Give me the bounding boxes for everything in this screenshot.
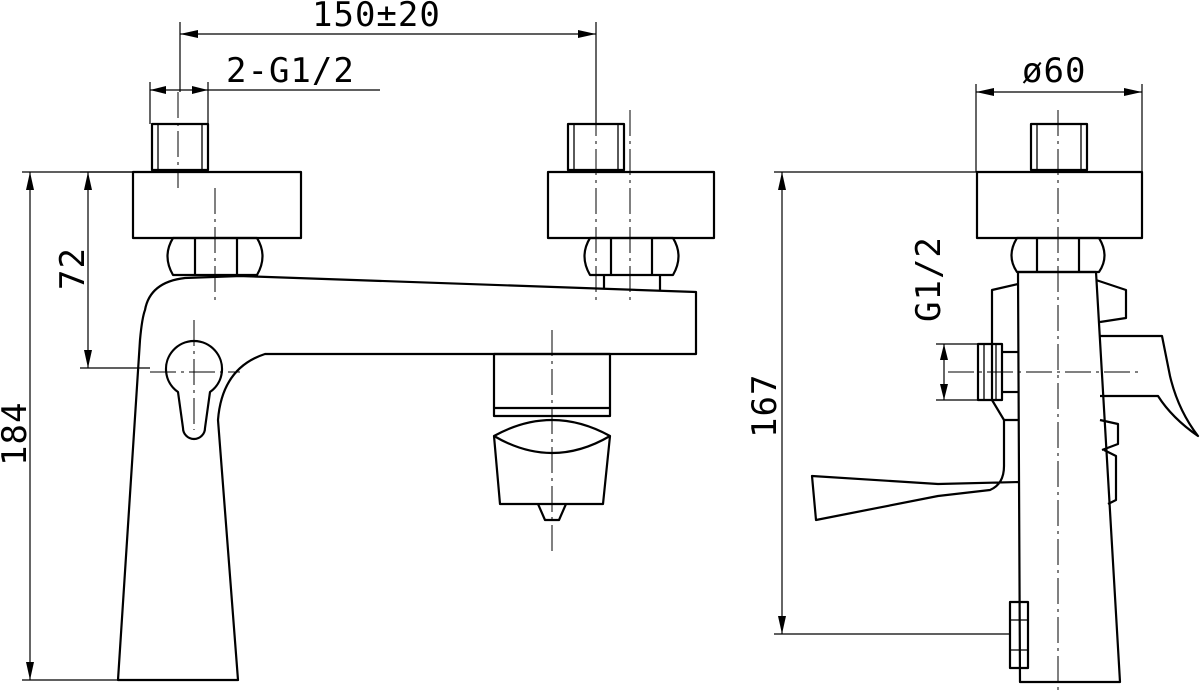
handle-socket xyxy=(164,340,224,441)
side-body xyxy=(1016,270,1122,684)
left-hex-nut xyxy=(166,236,264,277)
dimension-label-thread: 2-G1/2 xyxy=(226,51,355,91)
dimension-label-diameter: ø60 xyxy=(1022,51,1086,91)
right-escutcheon xyxy=(546,170,716,240)
front-centerlines xyxy=(150,92,631,552)
dimension-label-72: 72 xyxy=(53,247,93,290)
side-view xyxy=(810,122,1200,684)
side-escutcheon xyxy=(975,170,1144,240)
dimension-side-thread: G1/2 xyxy=(909,236,978,401)
side-centerlines xyxy=(948,110,1140,690)
dimension-label-width: 150±20 xyxy=(312,0,441,35)
dimension-diameter: ø60 xyxy=(975,51,1143,172)
left-escutcheon xyxy=(131,170,303,240)
dimension-167: 167 xyxy=(745,171,1010,635)
side-hex-nut xyxy=(1010,236,1106,274)
front-view xyxy=(116,122,716,682)
right-hex-nut xyxy=(583,236,680,277)
spout-aerator xyxy=(492,418,612,506)
dimension-label-167: 167 xyxy=(745,374,785,438)
side-spout xyxy=(1100,334,1200,438)
dimension-thread: 2-G1/2 xyxy=(149,51,380,124)
side-lever xyxy=(810,420,1021,522)
dimension-72: 72 xyxy=(53,171,150,369)
bottom-fitting xyxy=(1008,600,1030,670)
side-inlet-nipple xyxy=(1029,122,1089,172)
dimension-150: 150±20 xyxy=(179,0,597,124)
dimension-label-184: 184 xyxy=(0,402,35,466)
mixer-body xyxy=(116,274,698,682)
dimension-184: 184 xyxy=(0,171,133,681)
dimension-label-side-thread: G1/2 xyxy=(909,236,949,322)
left-inlet-nipple xyxy=(150,122,210,172)
